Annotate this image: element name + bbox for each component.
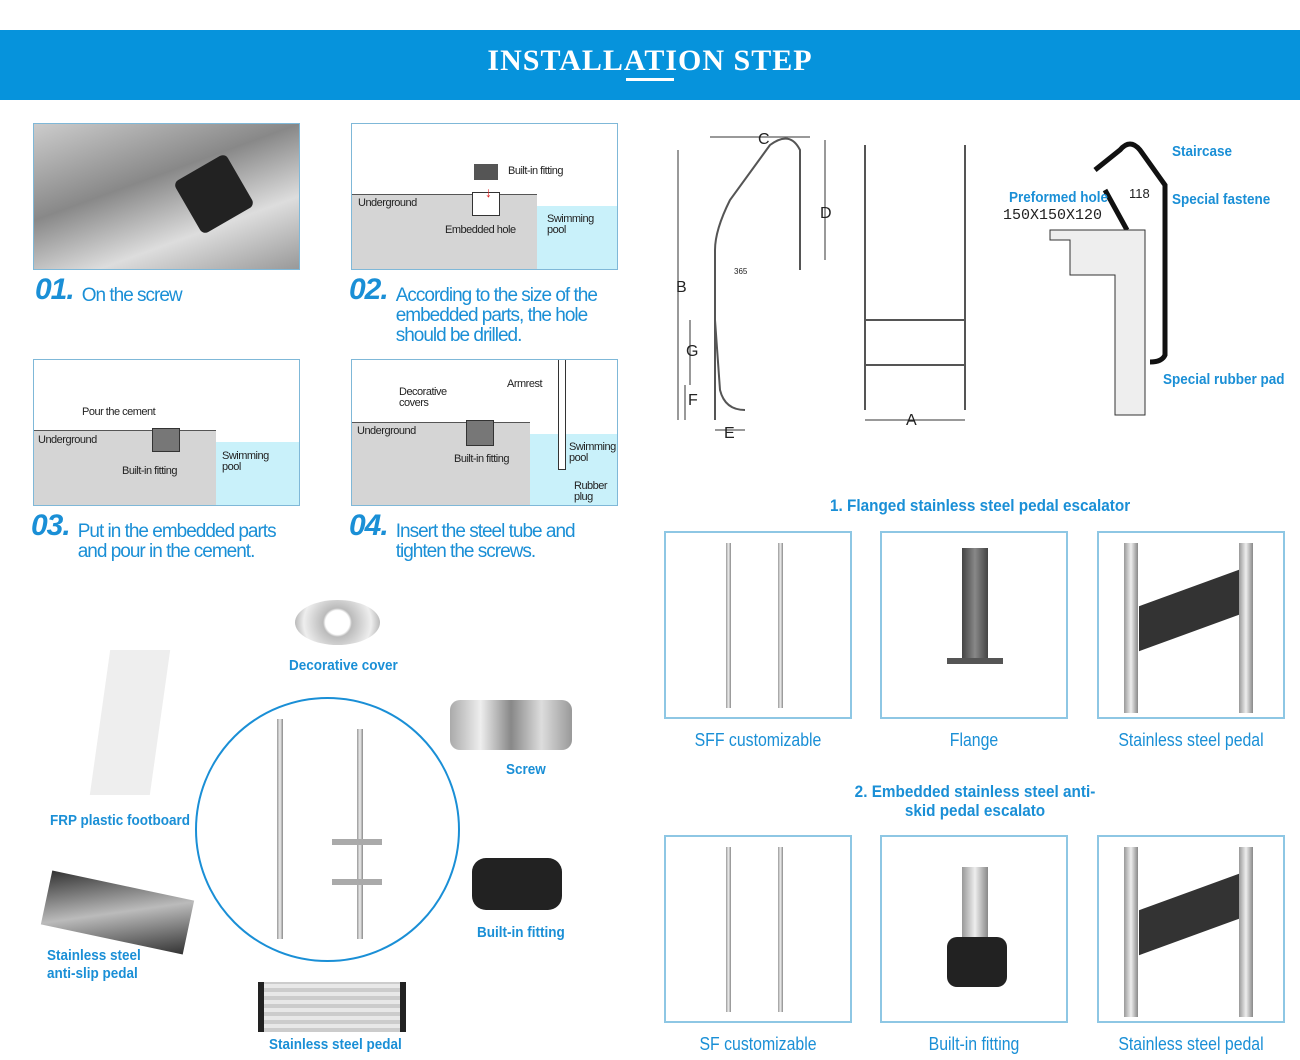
step-3: 03.Put in the embedded parts and pour in…: [31, 509, 301, 562]
section-drawing: [1049, 141, 1168, 416]
product-pedal-2: [1097, 835, 1285, 1023]
dim-label: E: [724, 425, 735, 442]
step-number: 02.: [349, 273, 389, 306]
label: Built-in fitting: [122, 465, 177, 477]
caption: SF customizable: [699, 1034, 817, 1054]
label: Pour the cement: [82, 406, 156, 418]
label: Rubber plug: [574, 480, 608, 503]
step2-diagram: ↓ Built-in fitting Underground Embedded …: [351, 123, 618, 270]
step-number: 03.: [31, 509, 71, 542]
step-text: On the screw: [81, 285, 183, 306]
label: Swimming pool: [222, 450, 269, 473]
dim-label: C: [758, 131, 770, 148]
dimension-drawing: C D B G F E A 365: [676, 131, 966, 442]
dim-label: B: [676, 279, 687, 296]
label: Underground: [38, 434, 97, 446]
label: Underground: [357, 425, 416, 437]
caption: Built-in fitting: [928, 1034, 1020, 1054]
label-fastener: Special fastene: [1172, 191, 1271, 208]
dim-label: A: [906, 412, 917, 429]
label: Swimming pool: [569, 441, 616, 464]
fitting-image: [472, 858, 562, 910]
label: Decorative covers: [399, 386, 447, 409]
product-sff: [664, 531, 852, 719]
type-2-title: 2. Embedded stainless steel anti-skid pe…: [854, 782, 1096, 820]
ladder-circle: [195, 697, 460, 962]
step-text: According to the size of the embedded pa…: [395, 285, 598, 346]
antislip-pedal-image: [40, 870, 195, 955]
ladder-step: [865, 319, 965, 366]
banner-title: INSTALLATION STEP: [487, 44, 813, 77]
label-rubber-pad: Special rubber pad: [1163, 371, 1285, 388]
label: Embedded hole: [445, 224, 516, 236]
product-sf: [664, 835, 852, 1023]
label-hole-size: 150X150X120: [1003, 207, 1103, 224]
dim-label: F: [688, 392, 698, 409]
dim-label: D: [820, 205, 832, 222]
label: Underground: [358, 197, 417, 209]
product-pedal: [1097, 531, 1285, 719]
dim-label: G: [686, 343, 698, 360]
ladder-rail: [714, 137, 801, 420]
step4-diagram: Decorative covers Armrest Underground Bu…: [351, 359, 618, 506]
footboard-image: [89, 650, 171, 795]
label-preformed-hole: Preformed hole: [1009, 189, 1109, 206]
ladder-rail: [864, 145, 966, 410]
step-2: 02.According to the size of the embedded…: [349, 273, 619, 346]
dim-label: 365: [734, 267, 748, 276]
step-1: 01. On the screw: [35, 273, 183, 306]
step-number: 04.: [349, 509, 389, 542]
label-pedal: Stainless steel pedal: [269, 1036, 402, 1053]
step-text: Insert the steel tube and tighten the sc…: [395, 521, 576, 562]
label: Armrest: [507, 378, 543, 390]
screw-image: [450, 700, 572, 750]
label-built-in-fitting: Built-in fitting: [477, 924, 565, 941]
title-banner: INSTALLATION STEP: [0, 30, 1300, 100]
label-staircase: Staircase: [1172, 143, 1233, 160]
decorative-cover-image: [295, 600, 380, 645]
label-antislip-pedal: Stainless steel anti-slip pedal: [47, 947, 141, 982]
label: Built-in fitting: [454, 453, 509, 465]
product-fitting: [880, 835, 1068, 1023]
caption: Stainless steel pedal: [1118, 1034, 1264, 1054]
step1-photo: [33, 123, 300, 270]
step-4: 04.Insert the steel tube and tighten the…: [349, 509, 619, 562]
step-number: 01.: [35, 273, 75, 306]
product-flange: [880, 531, 1068, 719]
type-1-title: 1. Flanged stainless steel pedal escalat…: [830, 496, 1131, 515]
title-underline: [626, 78, 674, 81]
label: Swimming pool: [547, 213, 594, 236]
label-dimension: 118: [1129, 186, 1150, 201]
caption: Stainless steel pedal: [1118, 730, 1264, 750]
step3-diagram: Pour the cement Underground Built-in fit…: [33, 359, 300, 506]
label-decorative-cover: Decorative cover: [289, 657, 398, 674]
step-text: Put in the embedded parts and pour in th…: [77, 521, 277, 562]
pedal-image: [258, 982, 406, 1032]
caption: SFF customizable: [694, 730, 822, 750]
label-screw: Screw: [506, 761, 546, 778]
label: Built-in fitting: [508, 165, 563, 177]
caption: Flange: [949, 730, 999, 750]
label-footboard: FRP plastic footboard: [50, 812, 191, 829]
fitting-shape: [173, 153, 255, 235]
